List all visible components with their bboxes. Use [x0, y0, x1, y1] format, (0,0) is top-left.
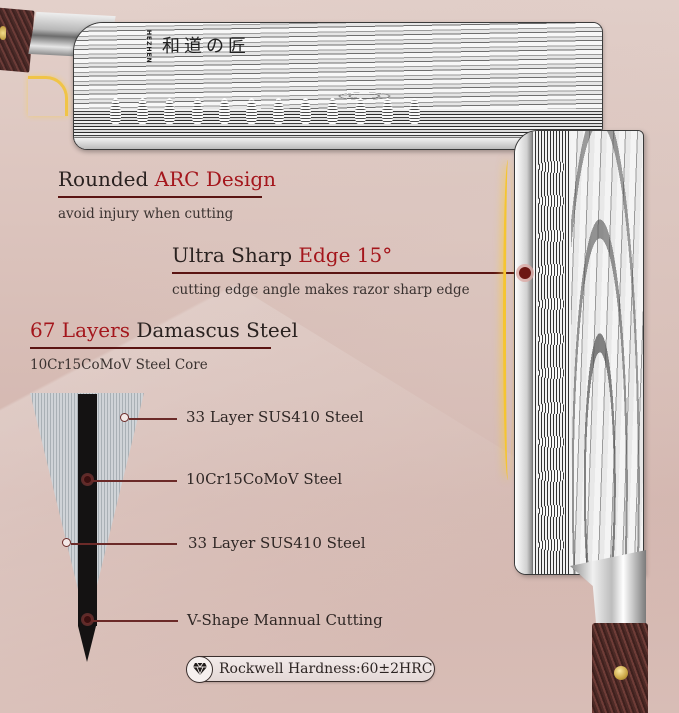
edge-callout-dot: [519, 267, 531, 279]
title-accent: 67 Layers: [30, 318, 130, 342]
dimple: [537, 435, 565, 448]
dimple: [218, 98, 230, 124]
top-knife-image: HEZHEN 和道の匠: [0, 0, 679, 160]
callout-damascus-layers: 67 Layers Damascus Steel 10Cr15CoMoV Ste…: [30, 320, 298, 373]
v-edge-tip: [78, 626, 96, 662]
damascus-pattern: [571, 131, 643, 574]
leader-line: [71, 543, 177, 545]
arc-highlight: [28, 76, 68, 116]
marker-outer-layer: [120, 413, 129, 422]
dimple: [191, 98, 203, 124]
dimple: [273, 98, 285, 124]
knife-blade: [514, 130, 644, 575]
leader-line: [129, 418, 177, 420]
brand-logo: HEZHEN: [145, 30, 152, 64]
dimple: [537, 161, 565, 173]
dimple: [537, 195, 565, 208]
handle-rivet: [614, 666, 628, 680]
granton-dimples: [110, 98, 420, 128]
label-v-edge: V-Shape Mannual Cutting: [187, 611, 383, 629]
dimple: [537, 401, 565, 414]
callout-subtitle: 10Cr15CoMoV Steel Core: [30, 357, 208, 373]
dimple: [537, 229, 565, 242]
edge-highlight: [503, 160, 513, 480]
dimple: [537, 504, 565, 517]
dimple: [537, 470, 565, 483]
dimple: [381, 98, 393, 124]
dimple: [537, 538, 565, 551]
steel-core: [78, 394, 97, 626]
steel-layer-diagram: [30, 393, 144, 668]
dimple: [408, 98, 420, 124]
dimple: [110, 98, 121, 124]
blade-edge: [515, 131, 533, 574]
dimple: [537, 298, 565, 311]
dimple: [537, 264, 565, 277]
dimple: [537, 332, 565, 345]
diamond-icon: [186, 655, 213, 683]
dimple: [327, 98, 339, 124]
hardness-label: Rockwell Hardness:60±2HRC: [219, 661, 433, 677]
callout-subtitle: avoid injury when cutting: [58, 206, 234, 222]
callout-title: Ultra Sharp Edge 15°: [172, 245, 526, 265]
title-plain: Ultra Sharp: [172, 243, 299, 267]
dimple: [300, 98, 312, 124]
leader-line: [92, 620, 178, 622]
dimple: [537, 367, 565, 380]
marker-v-edge: [83, 615, 92, 624]
granton-dimples: [537, 161, 569, 551]
label-core: 10Cr15CoMoV Steel: [186, 470, 343, 488]
callout-subtitle: cutting edge angle makes razor sharp edg…: [172, 282, 470, 298]
callout-sharp-edge: Ultra Sharp Edge 15° cutting edge angle …: [172, 245, 526, 298]
dimple: [245, 98, 257, 124]
handle-rivet: [0, 26, 6, 40]
label-outer-layer: 33 Layer SUS410 Steel: [186, 408, 364, 426]
marker-inner-layer: [62, 538, 71, 547]
dimple: [164, 98, 176, 124]
callout-arc-design: Rounded ARC Design avoid injury when cut…: [58, 169, 276, 222]
title-plain: Damascus Steel: [129, 318, 298, 342]
dimple: [354, 98, 366, 124]
title-plain: Rounded: [58, 167, 155, 191]
label-inner-layer: 33 Layer SUS410 Steel: [188, 534, 366, 552]
divider: [58, 196, 262, 198]
blade-kanji: 和道の匠: [162, 36, 250, 57]
divider: [172, 272, 526, 274]
hardness-badge: Rockwell Hardness:60±2HRC: [186, 655, 435, 683]
title-accent: ARC Design: [154, 167, 277, 191]
leader-line: [92, 480, 177, 482]
callout-title: Rounded ARC Design: [58, 169, 276, 189]
callout-title: 67 Layers Damascus Steel: [30, 320, 298, 340]
divider: [30, 347, 271, 349]
knife-blade: [73, 22, 603, 150]
vertical-knife-image: [510, 130, 679, 713]
marker-core: [83, 475, 92, 484]
title-accent: Edge 15°: [298, 243, 393, 267]
dimple: [137, 98, 149, 124]
blade-edge: [74, 137, 602, 149]
